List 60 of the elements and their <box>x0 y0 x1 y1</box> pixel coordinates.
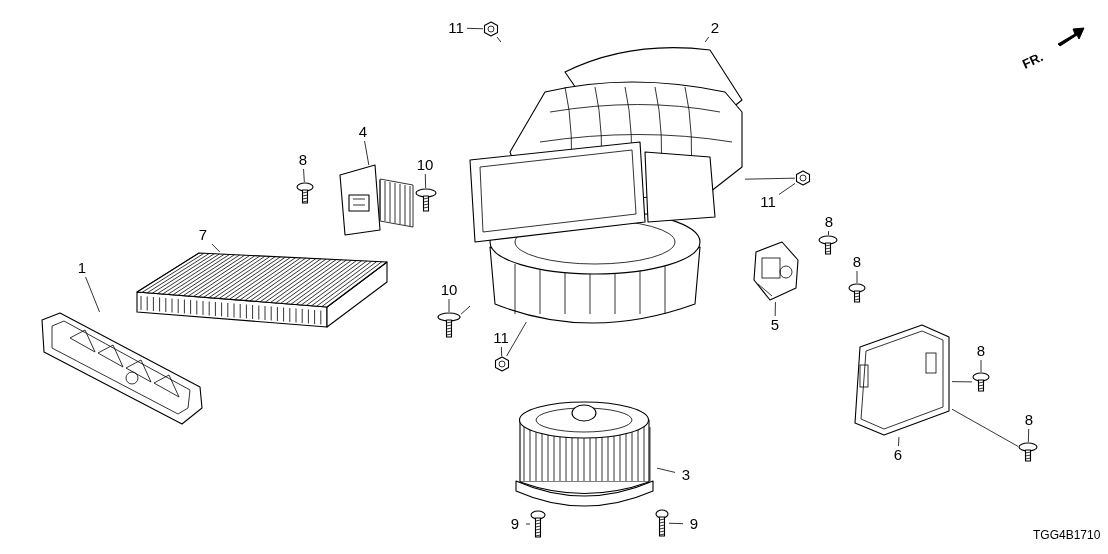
screw-icon <box>655 509 669 537</box>
callout-number: 8 <box>292 151 314 169</box>
leader-line <box>980 359 982 373</box>
leader-line <box>856 270 858 284</box>
nut-icon <box>483 21 499 37</box>
screw-icon <box>530 510 546 538</box>
callout-number: 11 <box>490 329 512 347</box>
leader-line <box>466 27 484 30</box>
callout-number: 9 <box>683 515 705 533</box>
screw-icon <box>818 235 838 255</box>
leader-line <box>303 168 305 183</box>
screw-icon <box>415 188 437 212</box>
callout-number: 4 <box>352 123 374 141</box>
callout-number: 2 <box>704 19 726 37</box>
control-module-drawing <box>852 325 952 437</box>
callout-number: 10 <box>414 156 436 174</box>
alignment-line <box>951 408 1019 447</box>
part-code: TGG4B1710 <box>1033 528 1101 542</box>
alignment-line <box>951 381 973 383</box>
callout-number: 5 <box>764 316 786 334</box>
callout-number: 9 <box>504 515 526 533</box>
leader-line <box>500 346 503 357</box>
leader-line <box>828 230 829 236</box>
direction-label: FR. <box>1020 49 1046 72</box>
screw-icon <box>437 312 461 338</box>
callout-number: 1 <box>71 259 93 277</box>
leader-line <box>898 436 900 447</box>
leader-line <box>424 173 427 189</box>
callout-number: 7 <box>192 226 214 244</box>
leader-line <box>525 523 531 525</box>
callout-number: 6 <box>887 446 909 464</box>
actuator-drawing <box>752 240 800 302</box>
nut-icon <box>494 356 510 372</box>
screw-icon <box>1018 442 1038 462</box>
leader-line <box>774 301 776 317</box>
leader-line <box>668 522 684 525</box>
screw-icon <box>296 182 314 204</box>
callout-number: 8 <box>818 213 840 231</box>
callout-number: 10 <box>438 281 460 299</box>
alignment-line <box>506 321 527 357</box>
callout-number: 8 <box>1018 411 1040 429</box>
leader-line <box>778 183 796 195</box>
callout-number: 3 <box>675 466 697 484</box>
callout-number: 11 <box>757 193 779 211</box>
alignment-line <box>460 305 471 315</box>
leader-line <box>364 140 370 166</box>
callout-number: 8 <box>846 253 868 271</box>
alignment-line <box>496 36 502 43</box>
callout-number: 8 <box>970 342 992 360</box>
alignment-line <box>744 177 796 180</box>
nut-icon <box>795 170 811 186</box>
leader-line <box>448 298 450 313</box>
screw-icon <box>972 372 990 392</box>
leader-line <box>656 467 676 473</box>
leader-line <box>704 36 710 43</box>
screw-icon <box>848 283 866 303</box>
leader-line <box>85 276 100 313</box>
callout-number: 11 <box>445 19 467 37</box>
leader-line <box>211 243 221 253</box>
leader-line <box>1027 428 1030 443</box>
